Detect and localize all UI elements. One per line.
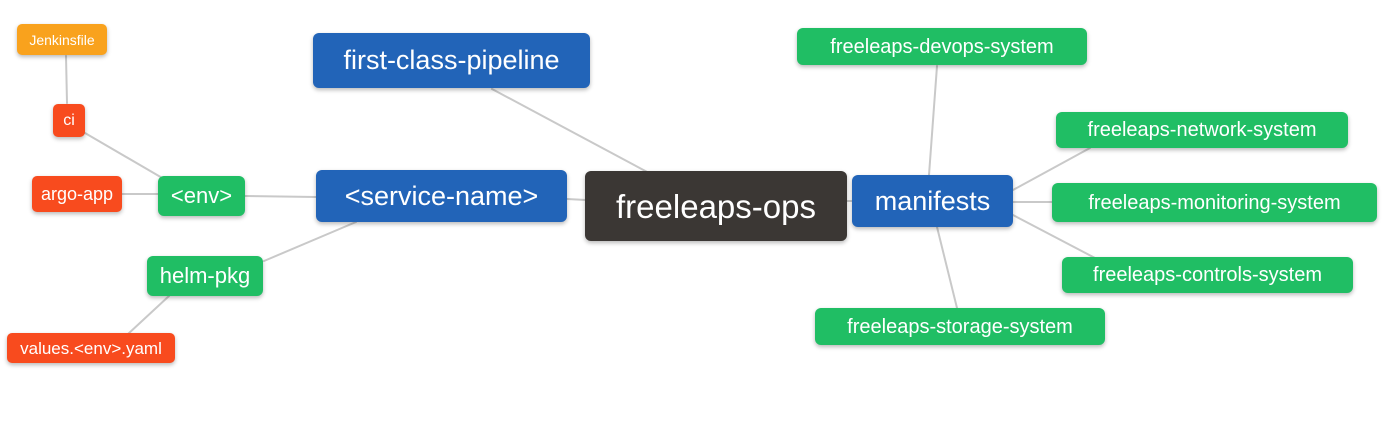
node-freeleaps-network-system[interactable]: freeleaps-network-system [1056,112,1348,148]
node-argo-app[interactable]: argo-app [32,176,122,212]
edge-env-service-name [244,195,317,198]
node-ci[interactable]: ci [53,104,85,137]
node-helm-pkg[interactable]: helm-pkg [147,256,263,296]
node-jenkinsfile[interactable]: Jenkinsfile [17,24,107,55]
edge-manifests-controls [1012,214,1096,259]
edge-service-name-helm-pkg [263,221,357,262]
node-first-class-pipeline[interactable]: first-class-pipeline [313,33,590,88]
node-service-name[interactable]: <service-name> [316,170,567,222]
node-root-freeleaps-ops[interactable]: freeleaps-ops [585,171,847,241]
edge-helm-pkg-values-yaml [127,295,170,335]
node-env[interactable]: <env> [158,176,245,216]
edge-jenkinsfile-ci [65,55,68,104]
edge-service-name-root [566,198,587,201]
edge-manifests-storage [936,226,958,309]
node-freeleaps-storage-system[interactable]: freeleaps-storage-system [815,308,1105,345]
node-freeleaps-controls-system[interactable]: freeleaps-controls-system [1062,257,1353,293]
node-freeleaps-monitoring-system[interactable]: freeleaps-monitoring-system [1052,183,1377,222]
edge-first-class-pipeline-root [491,88,652,175]
node-values-env-yaml[interactable]: values.<env>.yaml [7,333,175,363]
edge-manifests-network [1012,147,1091,191]
node-freeleaps-devops-system[interactable]: freeleaps-devops-system [797,28,1087,65]
edge-manifests-devops [928,65,938,176]
edge-ci-env [84,132,165,180]
node-manifests[interactable]: manifests [852,175,1013,227]
